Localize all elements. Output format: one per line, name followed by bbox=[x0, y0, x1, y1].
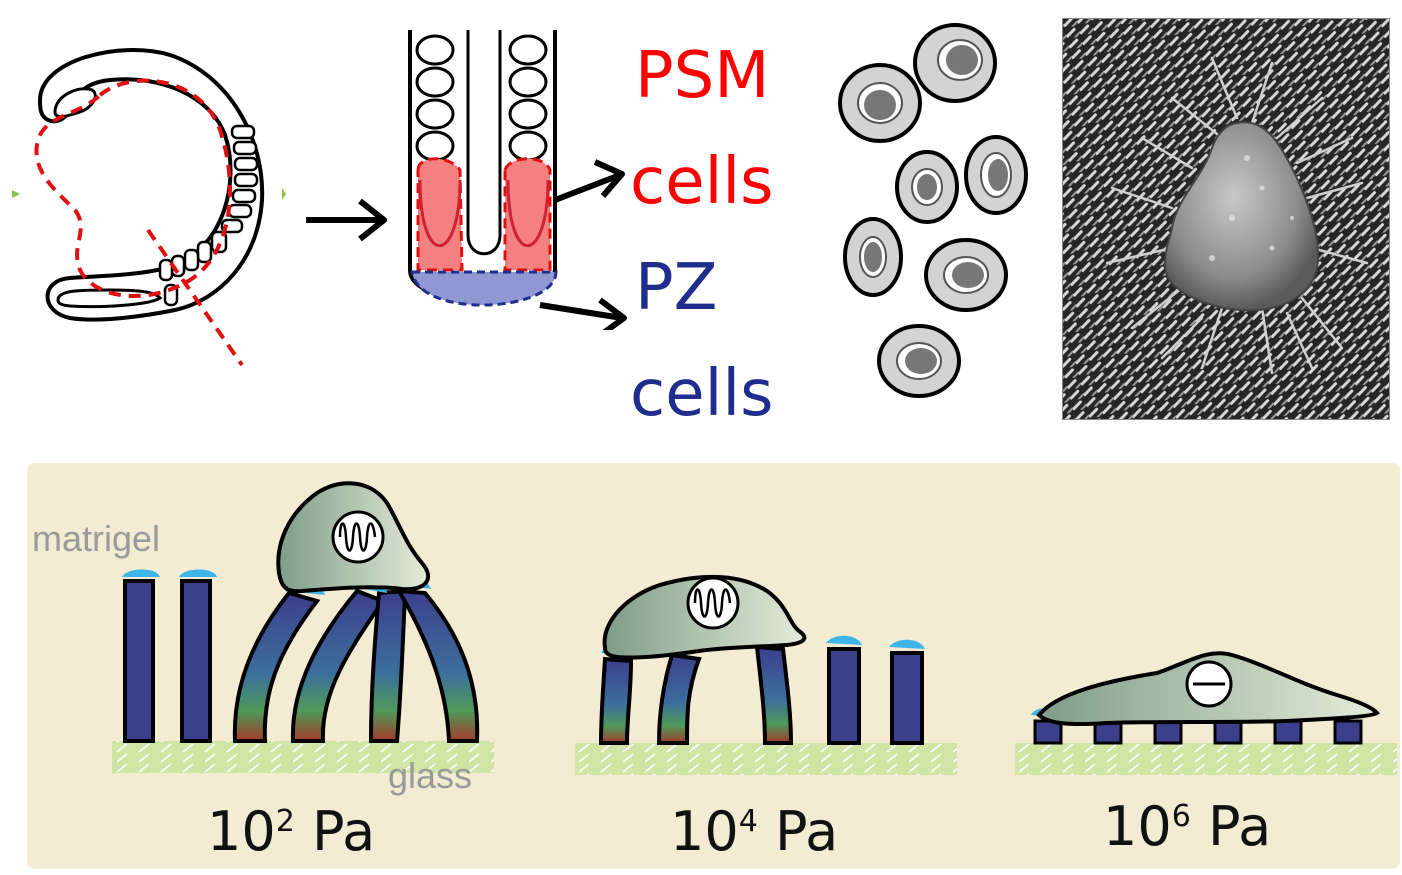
glass-label: glass bbox=[388, 755, 473, 796]
psm-region bbox=[503, 157, 552, 272]
somites bbox=[158, 124, 259, 307]
pz-cells-label: cells bbox=[630, 357, 774, 431]
pz-label: PZ bbox=[635, 251, 718, 325]
stiffness-label-medium: 104 Pa bbox=[670, 800, 839, 863]
glass-substrate bbox=[112, 741, 494, 773]
sem-micrograph bbox=[1062, 18, 1390, 420]
glass-substrate bbox=[575, 743, 957, 775]
embryo-diagram bbox=[12, 48, 286, 367]
arrow-right-icon bbox=[306, 198, 387, 242]
matrigel-label: matrigel bbox=[32, 518, 161, 559]
pillar-stiffness-diagram bbox=[112, 481, 1397, 775]
stiffness-label-soft: 102 Pa bbox=[207, 800, 376, 863]
tailbud-diagram bbox=[408, 30, 627, 330]
stiffness-label-stiff: 106 Pa bbox=[1103, 795, 1272, 858]
pz-region bbox=[410, 270, 558, 307]
psm-cells-label: cells bbox=[630, 145, 774, 219]
psm-label: PSM bbox=[635, 39, 770, 113]
glass-substrate bbox=[1015, 743, 1397, 775]
psm-region bbox=[416, 157, 464, 272]
dissociated-cells bbox=[838, 23, 1028, 398]
